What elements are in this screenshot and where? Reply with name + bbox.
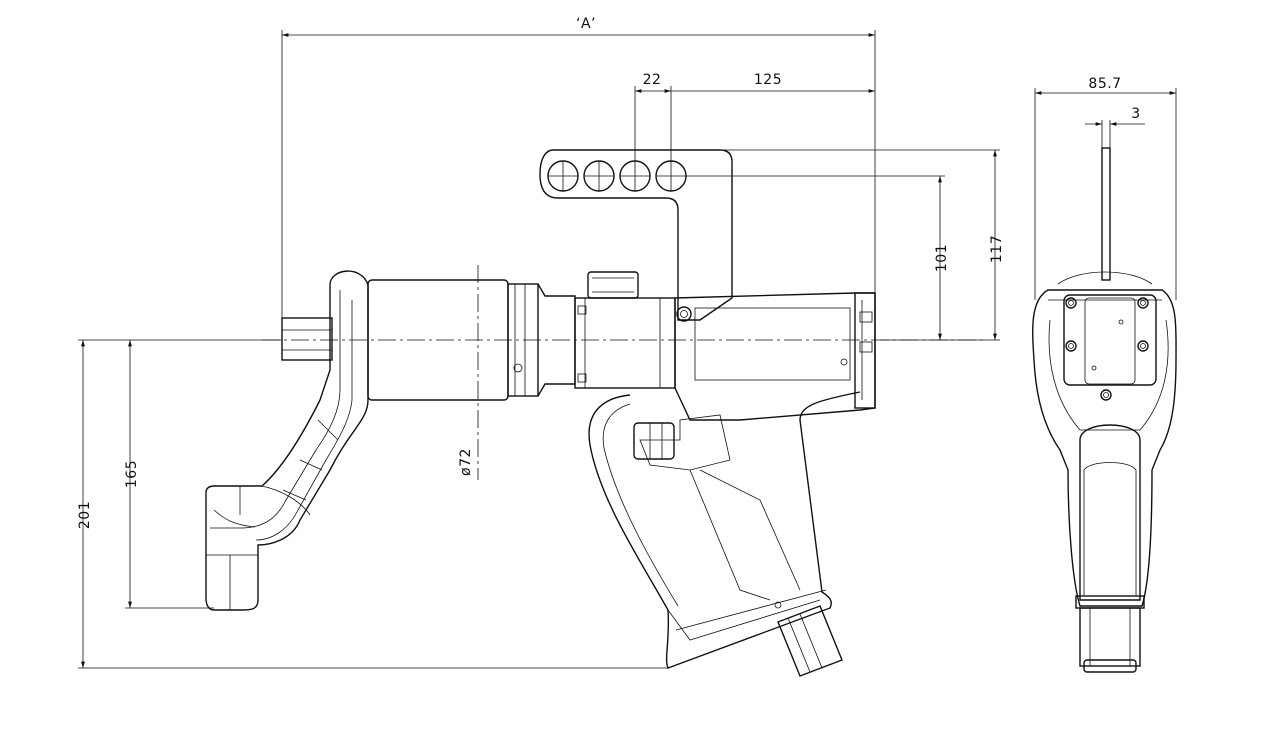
dim-hole-pitch: 22 [643,72,662,88]
front-housing [1032,289,1177,607]
front-air-inlet [1079,607,1141,667]
dim-reaction-offset: 125 [754,72,782,88]
front-view [1032,147,1177,673]
air-inlet-fitting [777,605,843,677]
dim-overall-length: ‘A’ [576,16,596,32]
dim-overall-height: 201 [77,501,93,529]
dim-hole-height-outer: 117 [989,235,1005,263]
side-view [205,149,985,677]
reaction-plate [539,149,733,321]
dim-body-diameter: ø72 [458,448,474,476]
side-view-dimensions: ‘A’ 22 125 101 117 ø72 165 201 [77,16,1005,669]
square-drive [281,317,333,361]
dim-side-width: 85.7 [1088,76,1121,92]
front-view-dimensions: 85.7 3 [1034,76,1177,300]
plate-edge [1101,147,1111,281]
dim-hole-height-inner: 101 [934,244,950,272]
motor-body [674,292,876,421]
dim-plate-thickness: 3 [1131,106,1140,122]
cover-plate [1063,294,1157,386]
dim-arm-drop: 165 [124,460,140,488]
pistol-grip [588,391,861,669]
